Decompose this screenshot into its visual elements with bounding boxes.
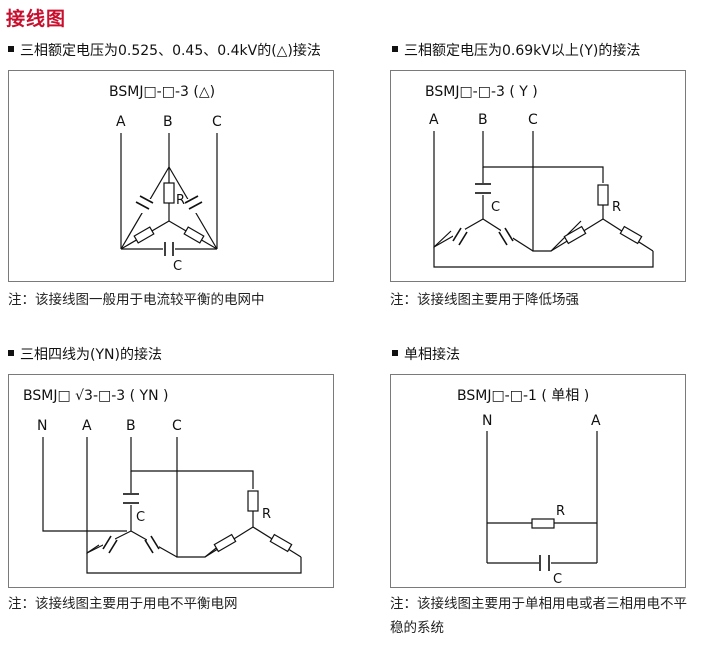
line-a xyxy=(433,131,452,249)
page-title: 接线图 xyxy=(6,8,67,30)
resistor-left xyxy=(563,225,587,245)
bottom-return xyxy=(86,553,302,574)
terminal-a-label: A xyxy=(116,114,126,130)
bullet-icon xyxy=(392,350,398,356)
resistor-label: R xyxy=(262,507,271,522)
delta-wiring-diagram: BSMJ□-□-3 (△) A B C R xyxy=(109,84,222,274)
resistor-label: R xyxy=(612,200,621,215)
capacitor-label: C xyxy=(173,259,182,274)
bullet-icon xyxy=(8,46,14,52)
bullet-icon xyxy=(392,46,398,52)
terminal-c-label: C xyxy=(212,114,222,130)
capacitor-left xyxy=(452,227,468,246)
capacitor-label: C xyxy=(553,572,562,587)
section-heading-text: 三相四线为(YN)的接法 xyxy=(20,347,162,363)
section-heading-yn: 三相四线为(YN)的接法 xyxy=(8,344,162,364)
resistor-label: R xyxy=(556,504,565,519)
resistor xyxy=(531,518,555,529)
diagram-panel-single-phase: BSMJ□-□-1 ( 单相 ) N A R C xyxy=(390,374,686,588)
capacitor-vertical xyxy=(123,493,139,505)
resistor-right xyxy=(269,533,293,553)
bullet-icon xyxy=(8,350,14,356)
resistor-left xyxy=(133,226,155,244)
capacitor-bottom xyxy=(163,242,175,256)
yn-wiring-diagram: BSMJ□ √3-□-3 ( YN ) N A B C C xyxy=(23,388,302,574)
note-delta: 注：该接线图一般用于电流较平衡的电网中 xyxy=(8,292,265,308)
capacitor-right xyxy=(498,227,514,246)
resistor-vertical xyxy=(597,184,609,206)
section-heading-delta: 三相额定电压为0.525、0.45、0.4kV的(△)接法 xyxy=(8,40,321,60)
y-wiring-diagram: BSMJ□-□-3 ( Y ) A B C C R xyxy=(425,84,654,268)
section-heading-text: 单相接法 xyxy=(404,347,460,363)
terminal-b-label: B xyxy=(126,418,136,434)
terminal-a-label: A xyxy=(429,112,439,128)
terminal-a-label: A xyxy=(82,418,92,434)
resistor-right xyxy=(183,226,205,244)
bottom-return xyxy=(433,247,654,268)
terminal-b-label: B xyxy=(163,114,173,130)
line-a xyxy=(86,437,100,555)
model-label: BSMJ□-□-1 ( 单相 ) xyxy=(457,388,589,404)
line-n xyxy=(42,437,127,532)
line-b xyxy=(130,437,254,489)
note-single-phase: 注：该接线图主要用于单相用电或者三相用电不平稳的系统 xyxy=(390,596,687,636)
section-heading-y: 三相额定电压为0.69kV以上(Y)的接法 xyxy=(392,40,640,60)
capacitor-right xyxy=(144,535,160,554)
section-heading-single-phase: 单相接法 xyxy=(392,344,460,364)
capacitor-left xyxy=(102,535,118,554)
resistor-vertical xyxy=(163,182,175,204)
resistor-left xyxy=(213,533,237,553)
terminal-b-label: B xyxy=(478,112,488,128)
terminal-a-label: A xyxy=(591,413,601,429)
model-label: BSMJ□-□-3 ( Y ) xyxy=(425,84,538,100)
capacitor-label: C xyxy=(136,510,145,525)
diagram-panel-yn: BSMJ□ √3-□-3 ( YN ) N A B C C xyxy=(8,374,334,588)
resistor-label: R xyxy=(176,193,185,208)
resistor-vertical xyxy=(247,490,259,512)
diagram-panel-delta: BSMJ□-□-3 (△) A B C R xyxy=(8,70,334,282)
resistor-right xyxy=(619,225,643,245)
model-label: BSMJ□-□-3 (△) xyxy=(109,84,215,100)
line-b xyxy=(482,131,604,183)
capacitor-left-leg xyxy=(135,195,154,213)
terminal-c-label: C xyxy=(172,418,182,434)
section-heading-text: 三相额定电压为0.525、0.45、0.4kV的(△)接法 xyxy=(20,43,321,59)
terminal-c-label: C xyxy=(528,112,538,128)
single-phase-wiring-diagram: BSMJ□-□-1 ( 单相 ) N A R C xyxy=(457,388,601,587)
terminal-n-label: N xyxy=(482,413,492,429)
terminal-n-label: N xyxy=(37,418,47,434)
diagram-panel-y: BSMJ□-□-3 ( Y ) A B C C R xyxy=(390,70,686,282)
capacitor-label: C xyxy=(491,200,500,215)
note-yn: 注：该接线图主要用于用电不平衡电网 xyxy=(8,596,238,612)
line-c xyxy=(176,437,226,558)
model-label: BSMJ□ √3-□-3 ( YN ) xyxy=(23,388,169,404)
section-heading-text: 三相额定电压为0.69kV以上(Y)的接法 xyxy=(404,43,641,59)
note-y: 注：该接线图主要用于降低场强 xyxy=(390,292,579,308)
capacitor-vertical xyxy=(475,183,491,195)
capacitor-right-leg xyxy=(184,195,203,213)
capacitor xyxy=(539,555,551,571)
